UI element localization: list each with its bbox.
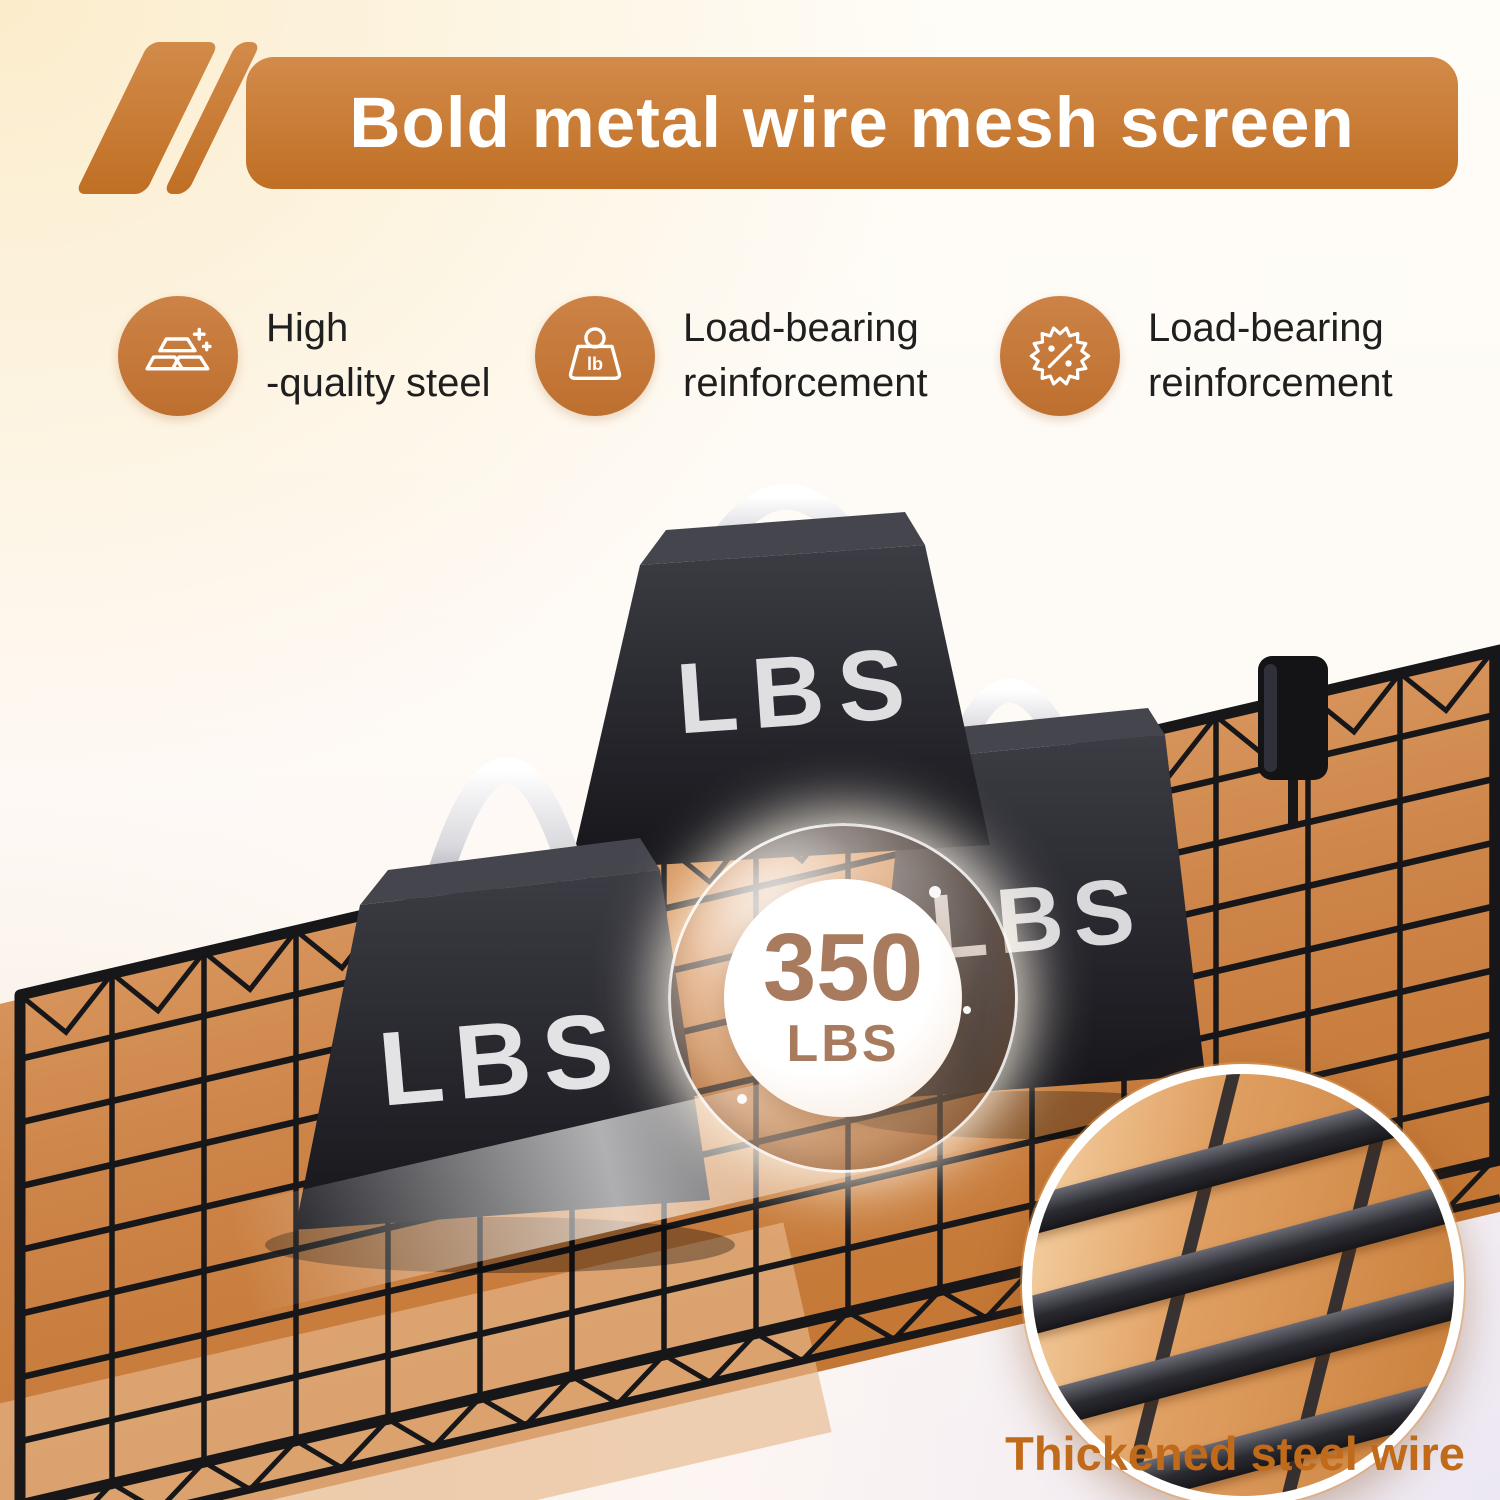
feature-label-line2: -quality steel (266, 361, 491, 405)
zoom-inset (1022, 1064, 1464, 1500)
page-title: Bold metal wire mesh screen (349, 83, 1355, 163)
feature-label-line1: High (266, 305, 349, 350)
feature-icon-circle (1000, 296, 1120, 416)
sparkle-dot (963, 1006, 971, 1014)
sparkle-dot (929, 886, 941, 898)
feature-high-quality-steel: High -quality steel (118, 296, 491, 416)
callout-badge: 350 LBS (724, 879, 962, 1117)
feature-label-line1: Load-bearing (1148, 305, 1384, 350)
title-banner: Bold metal wire mesh screen (246, 57, 1458, 189)
feature-label: High -quality steel (266, 301, 491, 411)
sparkle-dot (737, 1094, 747, 1104)
pole-sleeve (1258, 656, 1328, 826)
gold-ingots-icon (145, 327, 212, 371)
zoom-caption: Thickened steel wire (1005, 1427, 1465, 1480)
weight-icon: lb (568, 327, 622, 381)
seal-badge-icon (1029, 326, 1091, 386)
feature-label: Load-bearing reinforcement (1148, 301, 1393, 411)
weight-label: LBS (673, 627, 922, 756)
feature-load-bearing-1: lb Load-bearing reinforcement (535, 296, 928, 416)
load-capacity-callout: 350 LBS (668, 823, 1018, 1173)
feature-load-bearing-2: Load-bearing reinforcement (1000, 296, 1393, 416)
weight-icon-text: lb (587, 354, 603, 374)
weight-label: LBS (374, 991, 629, 1129)
callout-unit: LBS (786, 1014, 900, 1073)
callout-value: 350 (762, 914, 924, 1022)
feature-label-line2: reinforcement (1148, 361, 1393, 405)
feature-label: Load-bearing reinforcement (683, 301, 928, 411)
feature-label-line2: reinforcement (683, 361, 928, 405)
feature-label-line1: Load-bearing (683, 305, 919, 350)
weight-handle (417, 756, 591, 921)
feature-icon-circle (118, 296, 238, 416)
feature-icon-circle: lb (535, 296, 655, 416)
weight-top: LBS (570, 483, 990, 870)
